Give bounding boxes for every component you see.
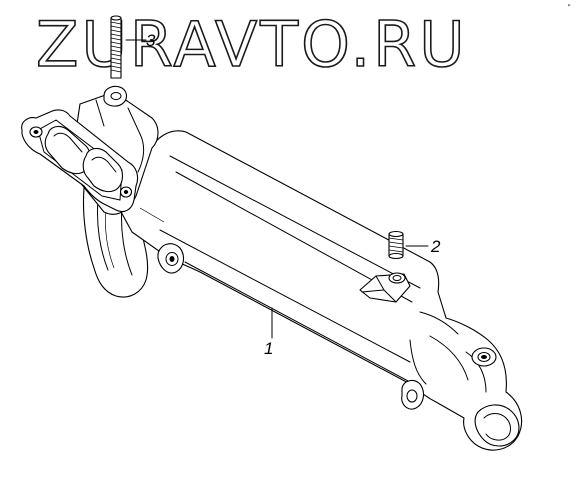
stud-3 [110,15,122,79]
stud-bracket [359,272,411,303]
watermark-text: ZURAVTO.RU [36,8,468,81]
manifold-body [119,130,523,451]
callout-3: 3 [146,31,156,50]
callout-2: 2 [430,237,441,256]
inlet-flange [21,85,159,215]
corner-mark: ᵖ [568,3,571,10]
stud-2 [388,230,404,260]
callout-1: 1 [264,339,273,358]
leader-lines [125,39,429,339]
